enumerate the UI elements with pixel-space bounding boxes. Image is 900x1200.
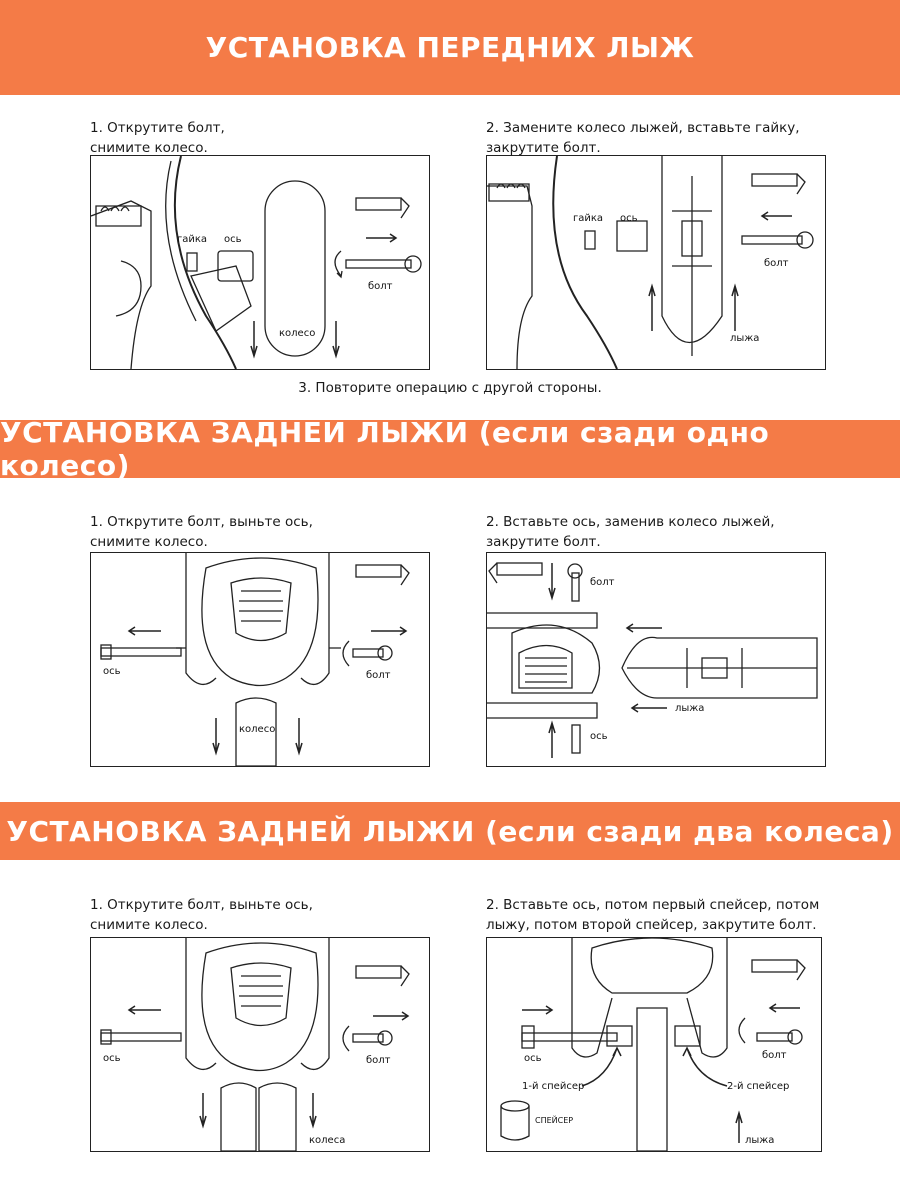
repeat-note: 3. Повторите операцию с другой стороны. <box>298 380 602 396</box>
nut-label: гайка <box>177 234 208 245</box>
axle-label: ось <box>524 1053 542 1064</box>
nut-label: гайка <box>573 213 604 224</box>
axle-label: ось <box>590 731 608 742</box>
axle-label: ось <box>103 1053 121 1064</box>
rear-double-install-diagram: ось болт 1-й спейсер 2-й спейсер СПЕЙСЕР… <box>486 937 822 1152</box>
axle-label: ось <box>224 234 242 245</box>
ski-label: лыжа <box>730 333 760 344</box>
spacer-part-label: СПЕЙСЕР <box>535 1116 574 1125</box>
section-3-title: УСТАНОВКА ЗАДНЕЙ ЛЫЖИ (если сзади два ко… <box>6 814 894 848</box>
section-2-step-1: 1. Открутите болт, выньте ось, снимите к… <box>90 514 313 550</box>
wheels-label: колеса <box>309 1135 346 1146</box>
section-3-banner: УСТАНОВКА ЗАДНЕЙ ЛЫЖИ (если сзади два ко… <box>0 802 900 860</box>
front-install-ski-diagram: гайка ось болт лыжа <box>486 155 826 370</box>
section-1-step-2: 2. Замените колесо лыжей, вставьте гайку… <box>486 120 800 156</box>
ski-label: лыжа <box>745 1135 775 1146</box>
section-3-step-2: 2. Вставьте ось, потом первый спейсер, п… <box>486 897 820 933</box>
section-1-banner: УСТАНОВКА ПЕРЕДНИХ ЛЫЖ <box>0 0 900 95</box>
section-3-step-1: 1. Открутите болт, выньте ось, снимите к… <box>90 897 313 933</box>
bolt-label: болт <box>764 258 789 269</box>
bolt-label: болт <box>366 670 391 681</box>
section-2-title: УСТАНОВКА ЗАДНЕЙ ЛЫЖИ (если сзади одно к… <box>0 416 770 482</box>
rear-double-remove-diagram: ось болт колеса <box>90 937 430 1152</box>
axle-label: ось <box>620 213 638 224</box>
bolt-label: болт <box>366 1055 391 1066</box>
section-2-step-2: 2. Вставьте ось, заменив колесо лыжей, з… <box>486 514 775 550</box>
ski-label: лыжа <box>675 703 705 714</box>
wheel-label: колесо <box>279 328 316 339</box>
section-1-step-1: 1. Открутите болт, снимите колесо. <box>90 120 225 156</box>
axle-label: ось <box>103 666 121 677</box>
bolt-label: болт <box>590 577 615 588</box>
spacer-1-label: 1-й спейсер <box>522 1081 585 1092</box>
wheel-label: колесо <box>239 724 276 735</box>
bolt-label: болт <box>762 1050 787 1061</box>
rear-single-install-diagram: болт лыжа ось <box>486 552 826 767</box>
front-remove-wheel-diagram: гайка ось болт колесо <box>90 155 430 370</box>
section-1-title: УСТАНОВКА ПЕРЕДНИХ ЛЫЖ <box>205 31 695 64</box>
bolt-label: болт <box>368 281 393 292</box>
spacer-2-label: 2-й спейсер <box>727 1081 790 1092</box>
section-2-banner: УСТАНОВКА ЗАДНЕЙ ЛЫЖИ (если сзади одно к… <box>0 416 900 482</box>
rear-single-remove-diagram: ось болт колесо <box>90 552 430 767</box>
